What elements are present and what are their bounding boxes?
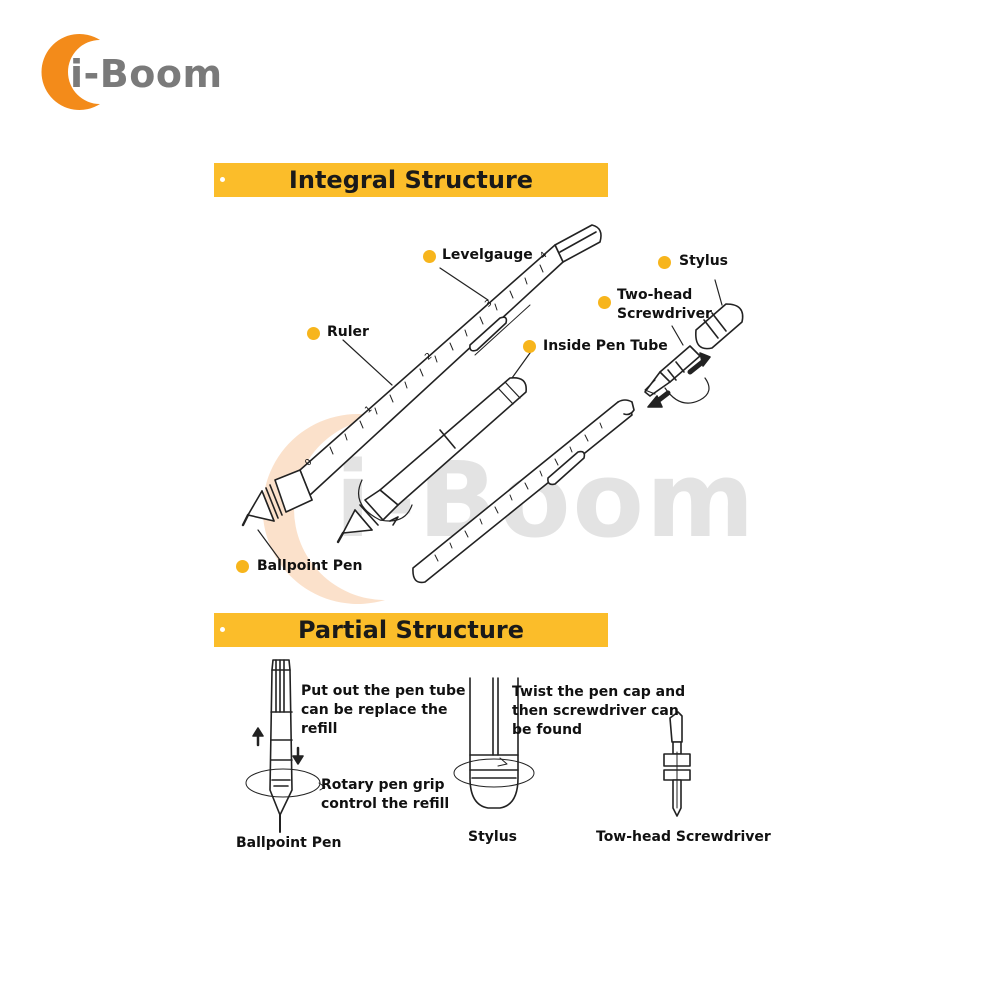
partial-screwdriver bbox=[663, 711, 691, 817]
label-two-head-line1: Two-head bbox=[617, 287, 693, 303]
label-ruler: Ruler bbox=[327, 324, 369, 340]
partial-ballpoint-pen bbox=[245, 659, 326, 833]
note-twist-line1: Twist the pen cap and bbox=[512, 684, 686, 700]
integral-structure-banner: Integral Structure bbox=[214, 163, 608, 197]
label-dot bbox=[523, 340, 536, 353]
banner-pin bbox=[220, 177, 225, 182]
note-rotary-line1: Rotary pen grip bbox=[321, 777, 445, 793]
label-stylus: Stylus bbox=[679, 253, 728, 269]
partial-structure-banner: Partial Structure bbox=[214, 613, 608, 647]
watermark-mark bbox=[262, 414, 385, 604]
logo-mark bbox=[41, 34, 100, 111]
label-inside-pen-tube: Inside Pen Tube bbox=[543, 338, 668, 354]
label-dot bbox=[658, 256, 671, 269]
caption-ballpoint: Ballpoint Pen bbox=[236, 835, 342, 851]
caption-stylus: Stylus bbox=[468, 829, 517, 845]
banner-title: Integral Structure bbox=[288, 166, 534, 194]
inside-pen-tube bbox=[336, 376, 527, 544]
note-pen-tube-line2: can be replace the bbox=[301, 702, 448, 718]
watermark-wordmark: i-Boom bbox=[335, 439, 757, 561]
label-dot bbox=[598, 296, 611, 309]
label-two-head-line2: Screwdriver bbox=[617, 306, 712, 322]
label-dot bbox=[236, 560, 249, 573]
note-pen-tube-line1: Put out the pen tube bbox=[301, 683, 466, 699]
banner-pin bbox=[220, 627, 225, 632]
caption-screwdriver: Tow-head Screwdriver bbox=[596, 829, 771, 845]
main-pen bbox=[241, 224, 602, 527]
label-ballpoint-pen: Ballpoint Pen bbox=[257, 558, 363, 574]
second-pen bbox=[412, 399, 635, 584]
partial-stylus bbox=[453, 677, 535, 809]
note-twist-line2: then screwdriver can bbox=[512, 703, 679, 719]
note-pen-tube-line3: refill bbox=[301, 721, 338, 737]
banner-title: Partial Structure bbox=[297, 616, 525, 644]
note-twist-line3: be found bbox=[512, 722, 583, 738]
label-dot bbox=[307, 327, 320, 340]
stylus-cap-and-screwdriver bbox=[644, 303, 744, 408]
note-rotary-line2: control the refill bbox=[321, 796, 450, 812]
logo-wordmark: i-Boom bbox=[70, 52, 223, 96]
label-dot bbox=[423, 250, 436, 263]
label-levelgauge: Levelgauge bbox=[442, 247, 533, 263]
leader-lines bbox=[257, 267, 723, 561]
